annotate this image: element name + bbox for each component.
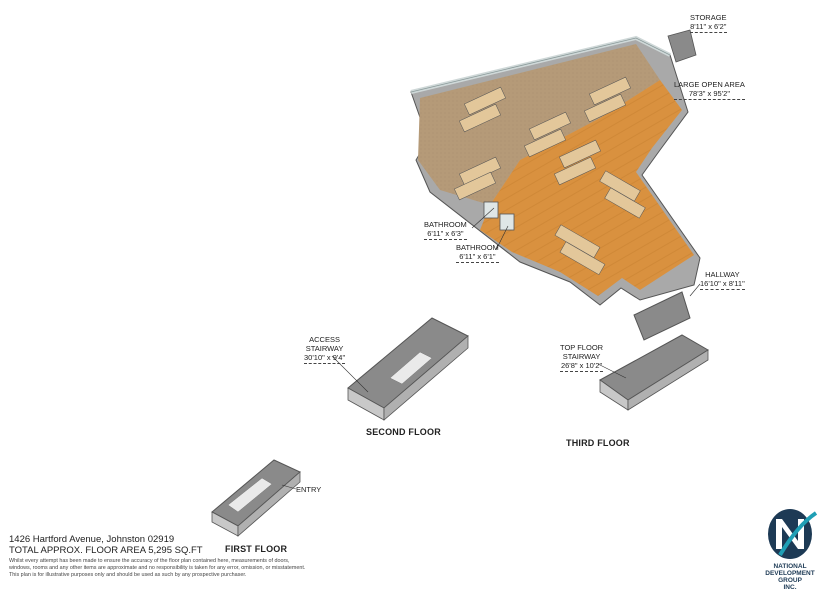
access-stairway-label: ACCESS STAIRWAY 30'10" x 9'4"	[304, 326, 346, 373]
bathroom-1-label: BATHROOM 6'11" x 6'3"	[424, 220, 467, 240]
large-open-area-name: LARGE OPEN AREA	[674, 80, 745, 89]
bathroom-1-dims: 6'11" x 6'3"	[424, 229, 467, 240]
hallway-dims: 16'10" x 8'11"	[700, 279, 745, 290]
logo-letter: N	[790, 560, 791, 562]
second-floor-title: SECOND FLOOR	[366, 427, 441, 437]
storage-name: STORAGE	[690, 13, 727, 22]
third-floor-main	[410, 35, 701, 306]
top-floor-stairway-dims: 26'8" x 10'2"	[560, 361, 604, 372]
company-logo: N NATIONAL DEVELOPMENT GROUP INC.	[750, 505, 830, 591]
leader-lines	[281, 207, 701, 490]
bathroom-2-label: BATHROOM 6'11" x 6'1"	[456, 243, 499, 263]
address: 1426 Hartford Avenue, Johnston 02919	[9, 534, 175, 545]
third-floor-title: THIRD FLOOR	[566, 438, 630, 448]
disclaimer-line-3: This plan is for illustrative purposes o…	[9, 572, 247, 578]
bathroom-1-name: BATHROOM	[424, 220, 467, 229]
bathroom-2-dims: 6'11" x 6'1"	[456, 252, 499, 263]
disclaimer-line-2: windows, rooms and any other items are a…	[9, 565, 306, 571]
top-floor-stairway-label: TOP FLOOR STAIRWAY 26'8" x 10'2"	[560, 334, 604, 381]
large-open-area-floor	[480, 80, 694, 296]
hallway-name: HALLWAY	[705, 270, 740, 279]
access-stairway-dims: 30'10" x 9'4"	[304, 353, 346, 364]
large-open-area-label: LARGE OPEN AREA 78'3" x 95'2"	[674, 80, 745, 100]
total-area: TOTAL APPROX. FLOOR AREA 5,295 SQ.FT	[9, 545, 203, 556]
hallway-label: HALLWAY 16'10" x 8'11"	[700, 270, 745, 290]
logo-line-1: NATIONAL	[773, 563, 807, 570]
logo-line-2: DEVELOPMENT	[765, 570, 815, 577]
logo-mark-icon: N	[768, 509, 818, 562]
disclaimer-line-1: Whilst every attempt has been made to en…	[9, 558, 290, 564]
top-floor-stairway-name: TOP FLOOR STAIRWAY	[560, 343, 604, 361]
storage-label: STORAGE 8'11" x 6'2"	[690, 13, 727, 33]
entry-name: ENTRY	[296, 485, 322, 494]
entry-label: ENTRY	[296, 485, 321, 494]
first-floor-title: FIRST FLOOR	[225, 544, 288, 554]
desk-clusters	[454, 76, 646, 276]
logo-line-3: GROUP	[778, 577, 802, 584]
access-stairway-name: ACCESS STAIRWAY	[305, 335, 344, 353]
disclaimer: Whilst every attempt has been made to en…	[9, 558, 529, 579]
third-floor-stairs	[599, 291, 709, 411]
storage-dims: 8'11" x 6'2"	[690, 22, 727, 33]
bathroom-2-name: BATHROOM	[456, 243, 499, 252]
second-floor-stairs	[347, 317, 469, 421]
storage-room	[667, 29, 697, 63]
first-floor-stairs	[211, 459, 301, 537]
plan-footer: 1426 Hartford Avenue, Johnston 02919 TOT…	[9, 534, 529, 579]
logo-text: NATIONAL DEVELOPMENT GROUP INC.	[750, 563, 830, 591]
large-open-area-dims: 78'3" x 95'2"	[674, 89, 745, 100]
